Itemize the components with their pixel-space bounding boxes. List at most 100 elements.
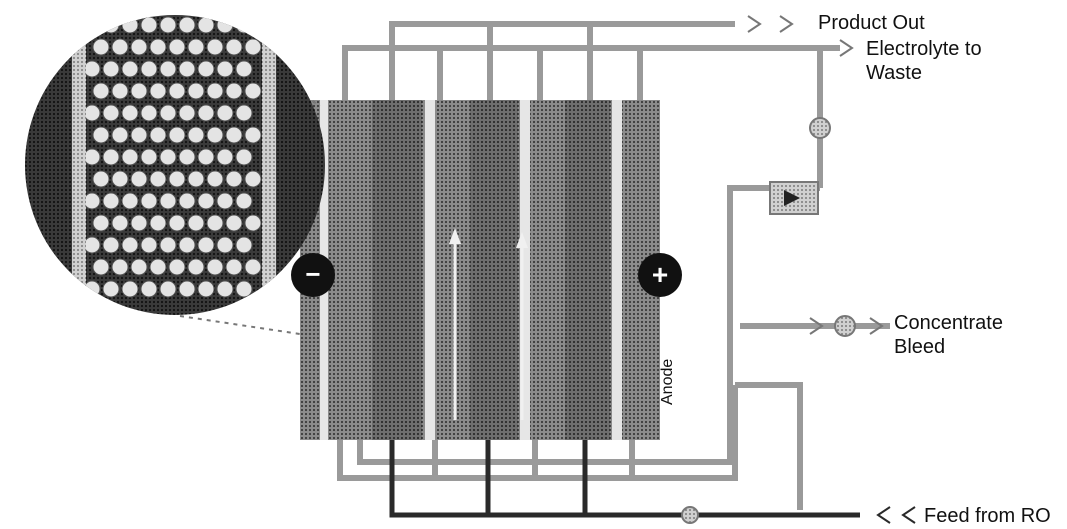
resin-bead <box>149 170 167 188</box>
pump <box>769 181 819 215</box>
resin-bead <box>111 170 129 188</box>
arrow-left-icon <box>876 506 891 524</box>
resin-bead <box>178 148 196 166</box>
resin-bead <box>244 38 262 56</box>
resin-bead <box>102 148 120 166</box>
chamber <box>470 100 518 440</box>
membrane <box>520 100 530 440</box>
resin-bead <box>140 16 158 34</box>
resin-bead <box>121 60 139 78</box>
arrow-left-icon <box>901 506 916 524</box>
membrane <box>612 100 622 440</box>
resin-bead <box>121 148 139 166</box>
arrow-right-icon <box>779 15 794 33</box>
resin-bead <box>140 192 158 210</box>
positive-sign: + <box>652 259 668 290</box>
concentrate-label-line2: Bleed <box>894 336 946 358</box>
resin-bead <box>159 148 177 166</box>
feed-arrows <box>876 506 916 524</box>
resin-bead <box>121 16 139 34</box>
resin-bead <box>149 126 167 144</box>
resin-bead <box>225 126 243 144</box>
resin-bead <box>111 214 129 232</box>
resin-bead <box>244 214 262 232</box>
resin-bead <box>140 148 158 166</box>
resin-bead <box>102 104 120 122</box>
resin-bead <box>187 258 205 276</box>
resin-bead <box>216 280 234 298</box>
resin-bead <box>168 38 186 56</box>
resin-bead <box>168 82 186 100</box>
membrane <box>425 100 435 440</box>
resin-bead <box>102 60 120 78</box>
resin-bead <box>216 192 234 210</box>
resin-bead <box>83 60 101 78</box>
resin-bead <box>206 214 224 232</box>
resin-bead <box>235 280 253 298</box>
arrow-right-icon <box>839 39 854 57</box>
electrolyte-label-line1: Electrolyte to <box>866 38 982 60</box>
electrolyte-pipe <box>342 45 840 100</box>
resin-bead <box>159 16 177 34</box>
resin-bead <box>149 38 167 56</box>
resin-bead <box>235 60 253 78</box>
resin-bead <box>121 280 139 298</box>
resin-bead <box>187 126 205 144</box>
resin-bead <box>111 82 129 100</box>
resin-bead <box>168 170 186 188</box>
valve-icon <box>834 315 856 337</box>
arrow-right-icon <box>809 317 824 335</box>
electrolyte-label-line2: Waste <box>866 62 922 84</box>
resin-bead <box>83 280 101 298</box>
resin-bead <box>102 16 120 34</box>
resin-bead <box>225 258 243 276</box>
resin-bead <box>206 258 224 276</box>
resin-bead <box>225 38 243 56</box>
feed-label: Feed from RO <box>924 505 1051 527</box>
resin-bead <box>197 236 215 254</box>
resin-beads <box>83 16 262 298</box>
pump-arrow-icon <box>784 190 800 206</box>
flow-arrows <box>747 15 884 335</box>
cathode-icon <box>291 253 335 297</box>
resin-bead <box>235 192 253 210</box>
resin-bead <box>130 126 148 144</box>
resin-bead <box>235 236 253 254</box>
resin-bead <box>168 214 186 232</box>
resin-bead <box>206 170 224 188</box>
resin-bead <box>102 236 120 254</box>
resin-bead <box>197 60 215 78</box>
resin-bead <box>244 258 262 276</box>
resin-bead <box>130 258 148 276</box>
resin-bead <box>225 82 243 100</box>
resin-bead <box>111 38 129 56</box>
resin-bead <box>187 214 205 232</box>
resin-bead <box>83 16 101 34</box>
resin-bead <box>102 192 120 210</box>
anode-label: Anode <box>659 359 676 405</box>
resin-bead <box>121 236 139 254</box>
negative-electrode: − <box>291 253 335 297</box>
resin-bead <box>187 38 205 56</box>
resin-bead <box>92 258 110 276</box>
resin-bead <box>92 82 110 100</box>
anode-icon <box>638 253 682 297</box>
resin-bead <box>178 104 196 122</box>
resin-bead <box>206 126 224 144</box>
chamber <box>372 100 422 440</box>
resin-bead <box>197 104 215 122</box>
valve-icon <box>809 117 831 139</box>
resin-bead <box>149 258 167 276</box>
resin-bead <box>140 236 158 254</box>
resin-bead <box>187 170 205 188</box>
resin-bead <box>216 104 234 122</box>
resin-bead <box>216 60 234 78</box>
flow-up-arrow-icon <box>449 228 461 244</box>
resin-bead <box>178 280 196 298</box>
valve-icon <box>681 506 699 524</box>
resin-bead <box>178 236 196 254</box>
resin-bead <box>83 148 101 166</box>
resin-bead <box>206 38 224 56</box>
